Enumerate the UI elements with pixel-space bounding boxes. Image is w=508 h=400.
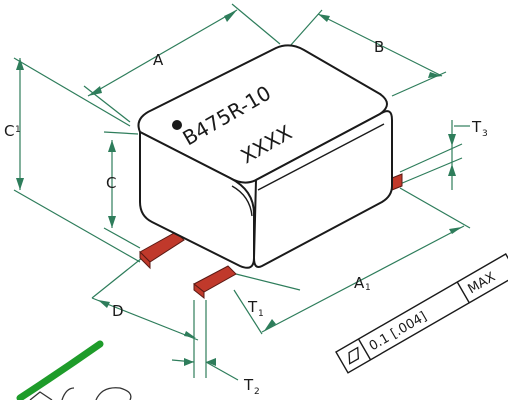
label-a: A [153, 51, 164, 69]
label-d: D [112, 302, 124, 320]
flatness-symbol-icon [348, 346, 360, 365]
label-t2: T [243, 376, 254, 394]
dimension-arrows [16, 10, 462, 366]
label-t1: T [247, 298, 258, 316]
label-c1: C [4, 122, 14, 140]
label-a1-sub: 1 [365, 283, 371, 293]
label-a1: A [354, 274, 365, 292]
label-t2-sub: 2 [254, 387, 260, 397]
component-body [137, 44, 393, 269]
dimension-labels: A B C 1 C D A 1 T 1 T 2 T 3 [4, 38, 488, 397]
flatness-callout: 0.1 [.004] MAX [335, 253, 508, 374]
label-b: B [374, 38, 384, 56]
lead-front [193, 265, 237, 300]
label-t3-sub: 3 [482, 129, 488, 139]
compliance-logo-icon [16, 340, 132, 400]
label-t1-sub: 1 [258, 309, 264, 319]
label-c: C [106, 174, 116, 192]
pin1-dot-icon [172, 120, 182, 130]
label-c1-sub: 1 [15, 125, 21, 135]
label-t3: T [471, 118, 482, 136]
lead-left [139, 231, 185, 270]
dimension-lines [13, 3, 471, 381]
